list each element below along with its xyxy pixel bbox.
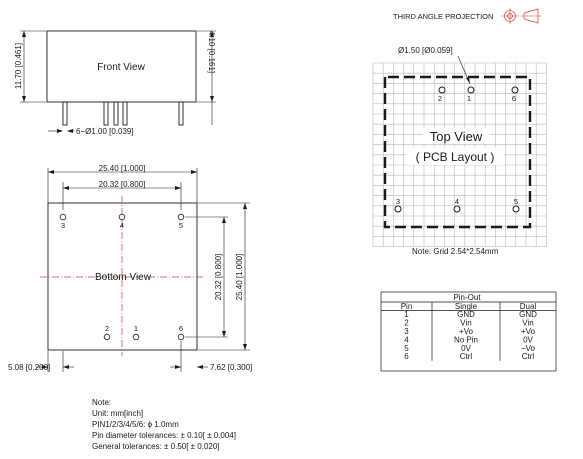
pinout-cell: No Pin [454,335,478,344]
top-pin-1 [467,86,475,94]
pinout-cell: 2 [404,319,409,328]
pcb-outline [383,75,532,229]
note-line: PIN1/2/3/4/5/6: ϕ 1.0mm [92,420,179,429]
front-height-dim: 11.70 [0.461] [14,43,23,89]
bottom-pin-label: 3 [61,221,65,230]
top-pin-label: 6 [512,94,516,103]
note-line: Unit: mm[inch] [92,409,143,418]
pinout-cell: +Vo [459,327,474,336]
pinout-header-cell: Single [455,302,478,311]
bottom-width-dim: 25.40 [1.000] [99,164,146,173]
bottom-left-offset-dim: 5.08 [0.200] [8,363,50,372]
pinout-cell: Ctrl [522,352,535,361]
pinout-cell: +Vo [521,327,536,336]
front-view-title: Front View [97,62,145,73]
top-view-title: Top View [430,129,483,144]
notes-block: Note: Unit: mm[inch] PIN1/2/3/4/5/6: ϕ 1… [92,398,236,451]
pinout-cell: 3 [404,327,409,336]
projection-label: THIRD ANGLE PROJECTION [393,12,493,21]
bottom-vertical-pin-dim: 20.32 [0.800] [214,254,223,301]
bottom-height-dim: 25.40 [1.000] [235,254,244,301]
top-view-subtitle: ( PCB Layout ) [416,150,495,164]
top-view: Ø1.50 [Ø0.059] 2 1 6 3 4 5 Top View ( PC… [372,46,547,256]
pinout-title: Pin-Out [453,293,481,302]
top-pin-4 [453,205,461,213]
pinout-cell: Ctrl [460,352,473,361]
pinout-cell: 4 [404,335,409,344]
front-pin-dim: 6−Ø1.00 [0.039] [76,127,134,136]
pinout-header-cell: Dual [520,302,537,311]
bottom-pin-1 [132,333,140,341]
pinout-cell: GND [519,310,537,319]
bottom-pin-label: 2 [105,324,109,333]
bottom-pin-2 [103,333,111,341]
top-pin-6 [511,86,519,94]
front-pin [62,101,68,126]
bottom-pin-6 [177,333,185,341]
pinout-cell: 6 [404,352,409,361]
note-line: General tolerances: ± 0.50[ ± 0.020] [92,442,220,451]
top-hole-dim: Ø1.50 [Ø0.059] [398,46,453,55]
pinout-cell: 0V [523,335,533,344]
top-pin-label: 5 [514,197,518,206]
pinout-cell: 1 [404,310,409,319]
bottom-pin-label: 4 [120,221,124,230]
top-pin-2 [438,86,446,94]
front-view-body [46,30,197,103]
grid-note: Note: Grid 2.54*2.54mm [412,247,499,256]
projection-symbol-icon [501,8,541,24]
bottom-pin-4 [118,213,126,221]
bottom-view: 25.40 [1.000] 20.32 [0.800] Bottom View … [8,164,252,372]
pinout-cell: 0V [461,344,471,353]
top-pin-5 [512,205,520,213]
front-pin [178,101,184,126]
front-pin [103,101,109,126]
top-pin-label: 1 [467,94,471,103]
top-pin-label: 2 [438,94,442,103]
top-pin-label: 3 [396,197,400,206]
bottom-pin-label: 5 [179,221,183,230]
bottom-view-title: Bottom View [95,272,152,283]
pinout-cell: GND [457,310,475,319]
pinout-header-cell: Pin [401,302,413,311]
front-body-dim: 4.10 [0.161] [207,31,216,73]
bottom-view-body [47,202,198,351]
pinout-cell: Vin [460,319,471,328]
bottom-pin-span-dim: 20.32 [0.800] [99,180,146,189]
note-line: Pin diameter tolerances: ± 0.10[ ± 0.004… [92,431,236,440]
bottom-right-offset-dim: 7.62 [0.300] [210,363,252,372]
bottom-pin-label: 1 [134,324,138,333]
note-line: Note: [92,398,111,407]
front-pin [122,101,128,126]
front-pin [113,101,119,126]
top-pin-3 [394,205,402,213]
bottom-pin-5 [177,213,185,221]
bottom-pin-label: 6 [179,324,183,333]
bottom-pin-3 [59,213,67,221]
pinout-cell: 5 [404,344,409,353]
front-view: Front View 11.70 [0.461] 4.10 [0.161] 6−… [14,30,216,136]
top-pin-label: 4 [455,197,459,206]
pinout-cell: −Vo [521,344,536,353]
pinout-cell: Vin [522,319,533,328]
pinout-table: Pin-Out Pin Single Dual 1 GND GND 2 Vin Vin 3 +Vo +… [380,291,557,372]
